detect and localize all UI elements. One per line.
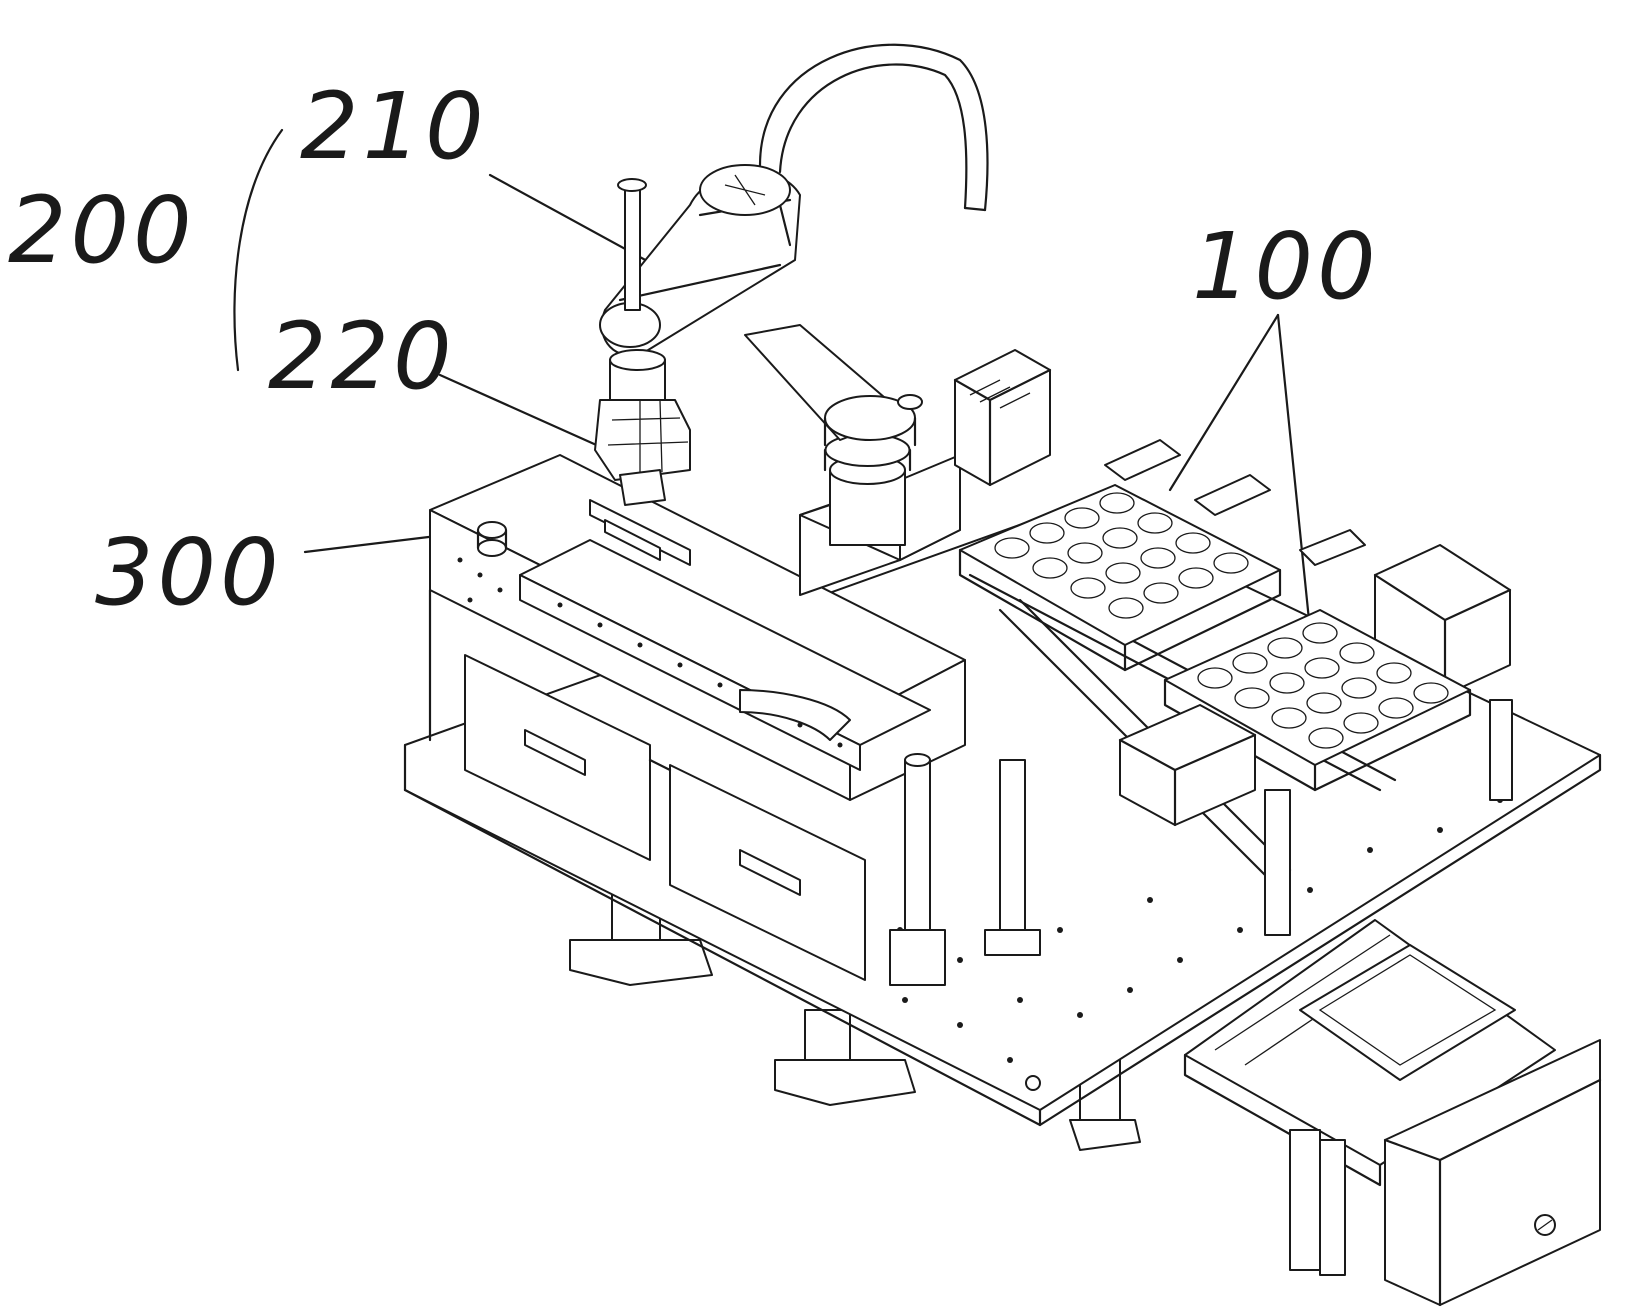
leader-line-100-b (1276, 313, 1312, 632)
leader-lines (303, 173, 1312, 632)
leader-line-220 (438, 373, 614, 454)
tray-upper-pockets (994, 492, 1249, 619)
drawer-handle-2 (739, 849, 801, 896)
tray-module-100 (953, 349, 1513, 956)
drawer-handle-1 (524, 729, 586, 776)
end-effector-220 (594, 399, 691, 481)
robot-shaft (624, 184, 641, 311)
mounting-holes (897, 797, 1503, 1091)
scara-robot-200 (594, 43, 989, 596)
ref-label-100: 100 (1192, 213, 1380, 320)
grouping-bracket (233, 128, 284, 372)
cable-hose (758, 43, 989, 212)
leader-line-100-a (1168, 313, 1280, 492)
tray-lower-pockets (1197, 622, 1449, 749)
ref-label-200: 200 (8, 177, 196, 284)
support-legs (569, 879, 1141, 1151)
ref-label-220: 220 (268, 303, 456, 410)
output-conveyor (1183, 919, 1602, 1307)
ref-label-210: 210 (300, 73, 488, 180)
ref-label-300: 300 (95, 519, 283, 626)
feeder-module-300 (428, 454, 966, 986)
curved-track (739, 689, 851, 741)
